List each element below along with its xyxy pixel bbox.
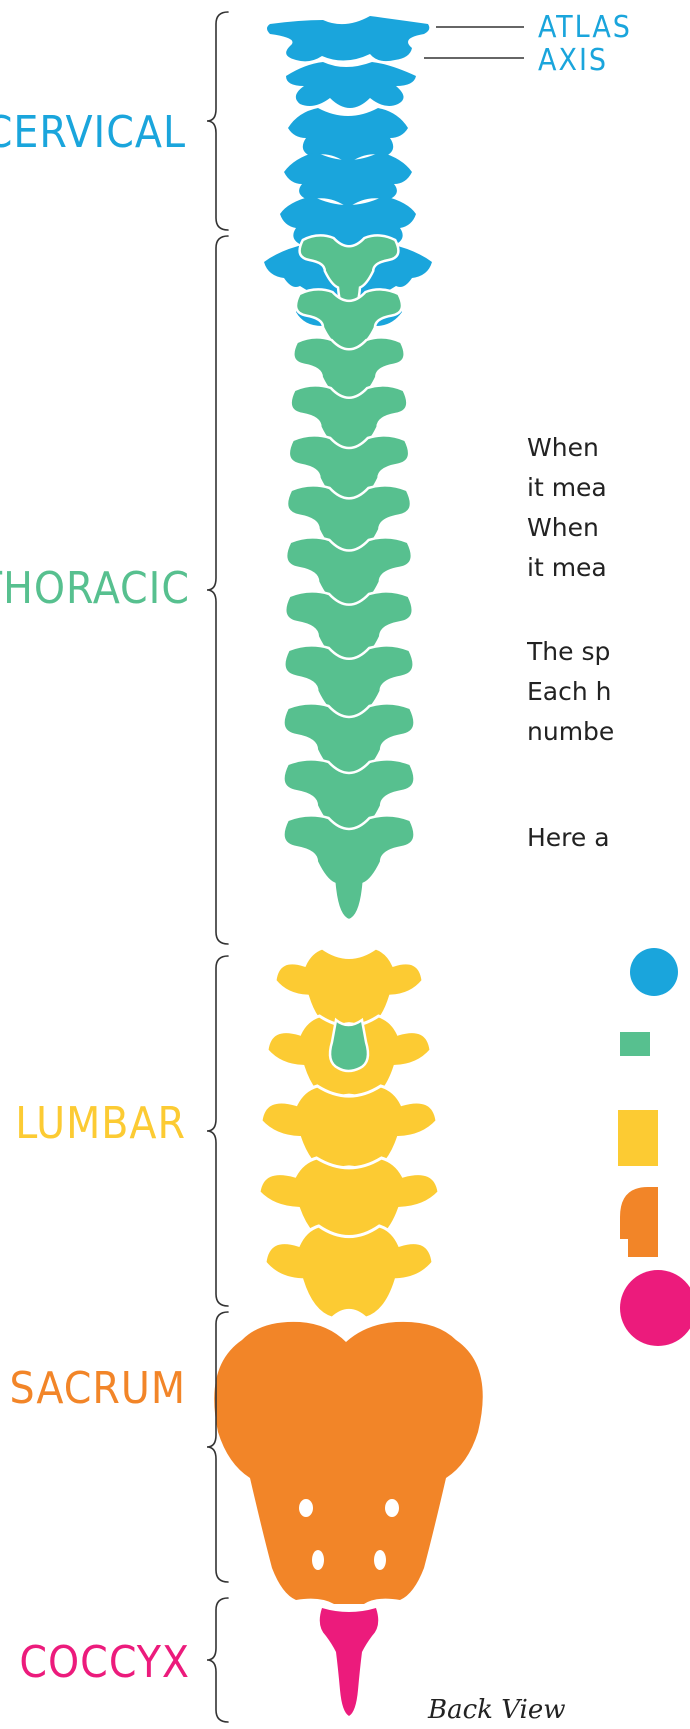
coccyx-label: COCCYX <box>19 1637 190 1688</box>
cervical-bracket <box>207 12 228 230</box>
region-brackets <box>207 12 228 1722</box>
axis-vertebra <box>286 62 416 108</box>
lumbar-key-icon <box>618 1110 690 1170</box>
text-line: When <box>527 508 690 548</box>
thoracic-label: THORACIC <box>0 563 190 614</box>
thoracic-t12-stem <box>330 1020 368 1071</box>
description-paragraph-2: The sp Each h numbe <box>527 632 690 752</box>
text-line: The sp <box>527 632 690 672</box>
lumbar-vertebra <box>265 1226 433 1318</box>
sacral-foramen <box>385 1499 399 1517</box>
coccyx-key-icon <box>618 1270 690 1350</box>
text-line: it mea <box>527 468 690 508</box>
sacrum-key-icon <box>618 1187 690 1257</box>
thoracic-vertebrae <box>283 235 414 920</box>
text-line: Each h <box>527 672 690 712</box>
thoracic-bracket <box>207 236 228 944</box>
sacral-foramen <box>312 1550 324 1570</box>
sacrum <box>214 1322 483 1604</box>
back-view-caption: Back View <box>427 1695 565 1725</box>
atlas-label: ATLAS <box>538 10 632 45</box>
sacrum-label: SACRUM <box>9 1363 186 1414</box>
cervical-key-icon <box>618 944 690 1014</box>
lumbar-vertebra <box>275 948 423 1031</box>
lumbar-bracket <box>207 956 228 1306</box>
sacral-foramen <box>374 1550 386 1570</box>
description-paragraph-3: Here a <box>527 818 690 858</box>
text-line: it mea <box>527 548 690 588</box>
coccyx-bone <box>320 1608 379 1716</box>
text-line: When <box>527 428 690 468</box>
thoracic-key-icon <box>618 1032 690 1062</box>
cervical-label: CERVICAL <box>0 107 186 158</box>
text-line: numbe <box>527 712 690 752</box>
thoracic-vertebra <box>283 815 414 920</box>
text-line: Here a <box>527 818 690 858</box>
lumbar-vertebrae <box>259 948 439 1318</box>
description-paragraph-1: When it mea When it mea <box>527 428 690 588</box>
sacral-foramen <box>299 1499 313 1517</box>
axis-label: AXIS <box>538 43 608 78</box>
atlas-vertebra <box>267 16 429 61</box>
coccyx-bracket <box>207 1598 228 1722</box>
lumbar-vertebra <box>261 1086 437 1174</box>
sacrum-bone <box>214 1322 483 1604</box>
lumbar-label: LUMBAR <box>15 1098 186 1149</box>
lumbar-vertebra <box>259 1158 439 1244</box>
